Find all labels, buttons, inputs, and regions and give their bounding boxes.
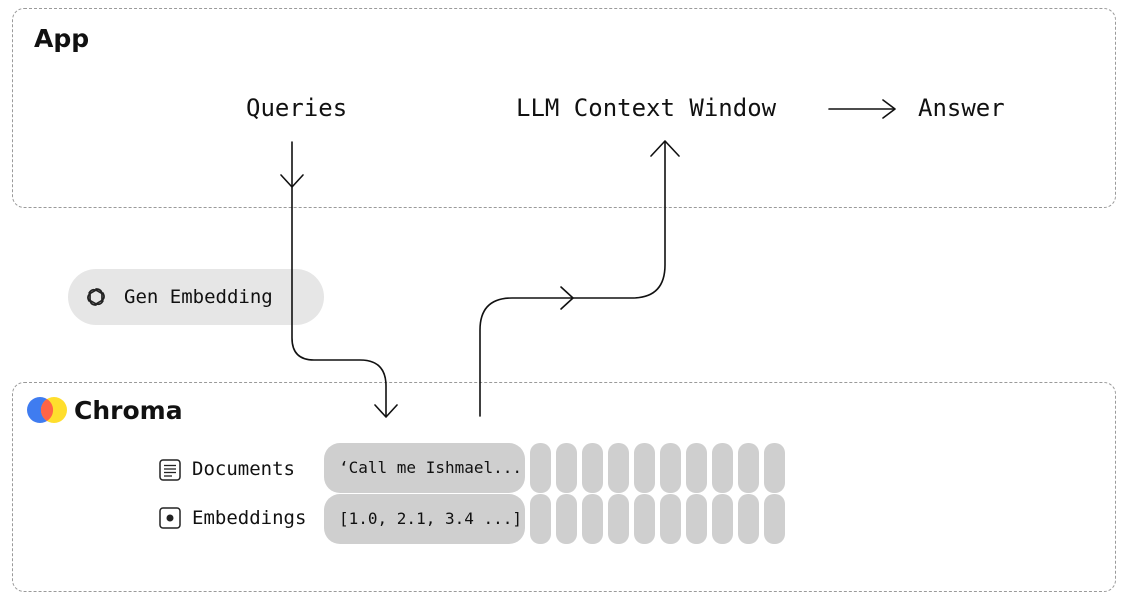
- answer-arrowhead: [882, 99, 896, 119]
- results-arrowhead-mid: [560, 286, 574, 310]
- documents-label: Documents: [192, 458, 295, 480]
- grid-cell: [556, 443, 577, 493]
- grid-cell: [530, 443, 551, 493]
- logo-overlap: [40, 399, 54, 421]
- context-window-label: LLM Context Window: [516, 94, 777, 122]
- gen-embedding-label: Gen Embedding: [124, 286, 273, 308]
- chroma-logo-icon: [27, 397, 67, 423]
- grid-cell: [712, 443, 733, 493]
- query-arrowhead-bottom: [374, 404, 398, 418]
- grid-cell: [634, 443, 655, 493]
- grid-cell: [660, 494, 681, 544]
- grid-cell: [582, 494, 603, 544]
- chroma-to-context-arrow: [479, 141, 666, 417]
- grid-cell: [608, 494, 629, 544]
- context-arrowhead: [650, 140, 680, 157]
- query-arrowhead-top: [280, 174, 304, 188]
- embedding-icon: [159, 507, 181, 529]
- document-value-cell: ‘Call me Ishmael...: [324, 443, 525, 493]
- flow-arrows: [280, 99, 896, 418]
- document-icon: [159, 459, 181, 481]
- query-to-chroma-arrow: [291, 141, 387, 417]
- grid-cell: [608, 443, 629, 493]
- embeddings-label: Embeddings: [192, 507, 307, 529]
- embedding-value-cell: [1.0, 2.1, 3.4 ...]: [324, 494, 525, 544]
- app-title: App: [34, 24, 90, 53]
- answer-label: Answer: [918, 94, 1005, 122]
- app-container: [12, 8, 1116, 208]
- queries-label: Queries: [246, 94, 348, 122]
- grid-cell: [764, 494, 785, 544]
- grid-cell: [582, 443, 603, 493]
- grid-cell: [738, 494, 759, 544]
- openai-icon: [87, 288, 105, 306]
- grid-cell: [686, 494, 707, 544]
- grid-cell: [660, 443, 681, 493]
- grid-cell: [686, 443, 707, 493]
- grid-cell: [738, 443, 759, 493]
- grid-cell: [764, 443, 785, 493]
- gen-embedding-pill: [68, 269, 324, 325]
- grid-cell: [712, 494, 733, 544]
- chroma-title: Chroma: [74, 396, 183, 425]
- grid-cell: [634, 494, 655, 544]
- grid-cell: [530, 494, 551, 544]
- grid-cell: [556, 494, 577, 544]
